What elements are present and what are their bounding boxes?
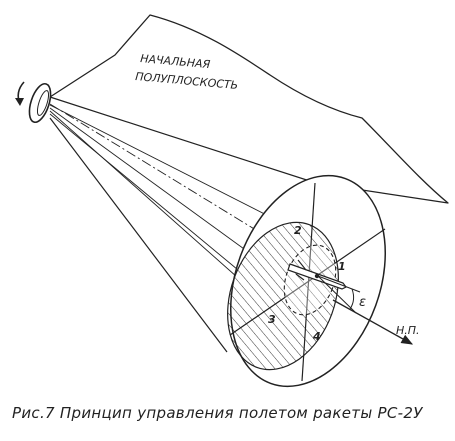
point-label-4: 4	[312, 330, 321, 343]
half-plane-sheet	[49, 14, 449, 204]
antenna-dish	[28, 82, 52, 124]
antenna-dish-inner	[36, 90, 50, 116]
point-label-3: 3	[268, 313, 276, 326]
ray-3	[49, 110, 247, 286]
figure-caption: Рис.7 Принцип управления полетом ракеты …	[12, 404, 423, 422]
antenna	[15, 81, 52, 124]
half-plane-label-line2: ПОЛУПЛОСКОСТЬ	[135, 70, 239, 92]
cone-edge-bottom	[49, 117, 228, 353]
missile-point	[314, 273, 320, 279]
half-plane-trace	[229, 228, 386, 336]
ray-2	[49, 107, 263, 263]
point-label-2: 2	[294, 224, 302, 237]
beam-cone	[49, 96, 317, 353]
point-label-1: 1	[338, 260, 346, 273]
cone-edge-top	[49, 96, 317, 184]
angle-label: ε	[359, 295, 366, 310]
missile	[287, 259, 347, 290]
angle-marks	[317, 275, 361, 314]
section-lines	[229, 182, 386, 382]
rotation-circle	[283, 244, 337, 316]
half-plane-label-line1: НАЧАЛЬНАЯ	[140, 52, 211, 71]
direction-arrow	[332, 299, 414, 345]
ray-1	[49, 104, 297, 231]
direction-label: Н.П.	[396, 324, 420, 337]
missile-fins	[295, 259, 307, 281]
hatched-disk	[227, 221, 339, 371]
